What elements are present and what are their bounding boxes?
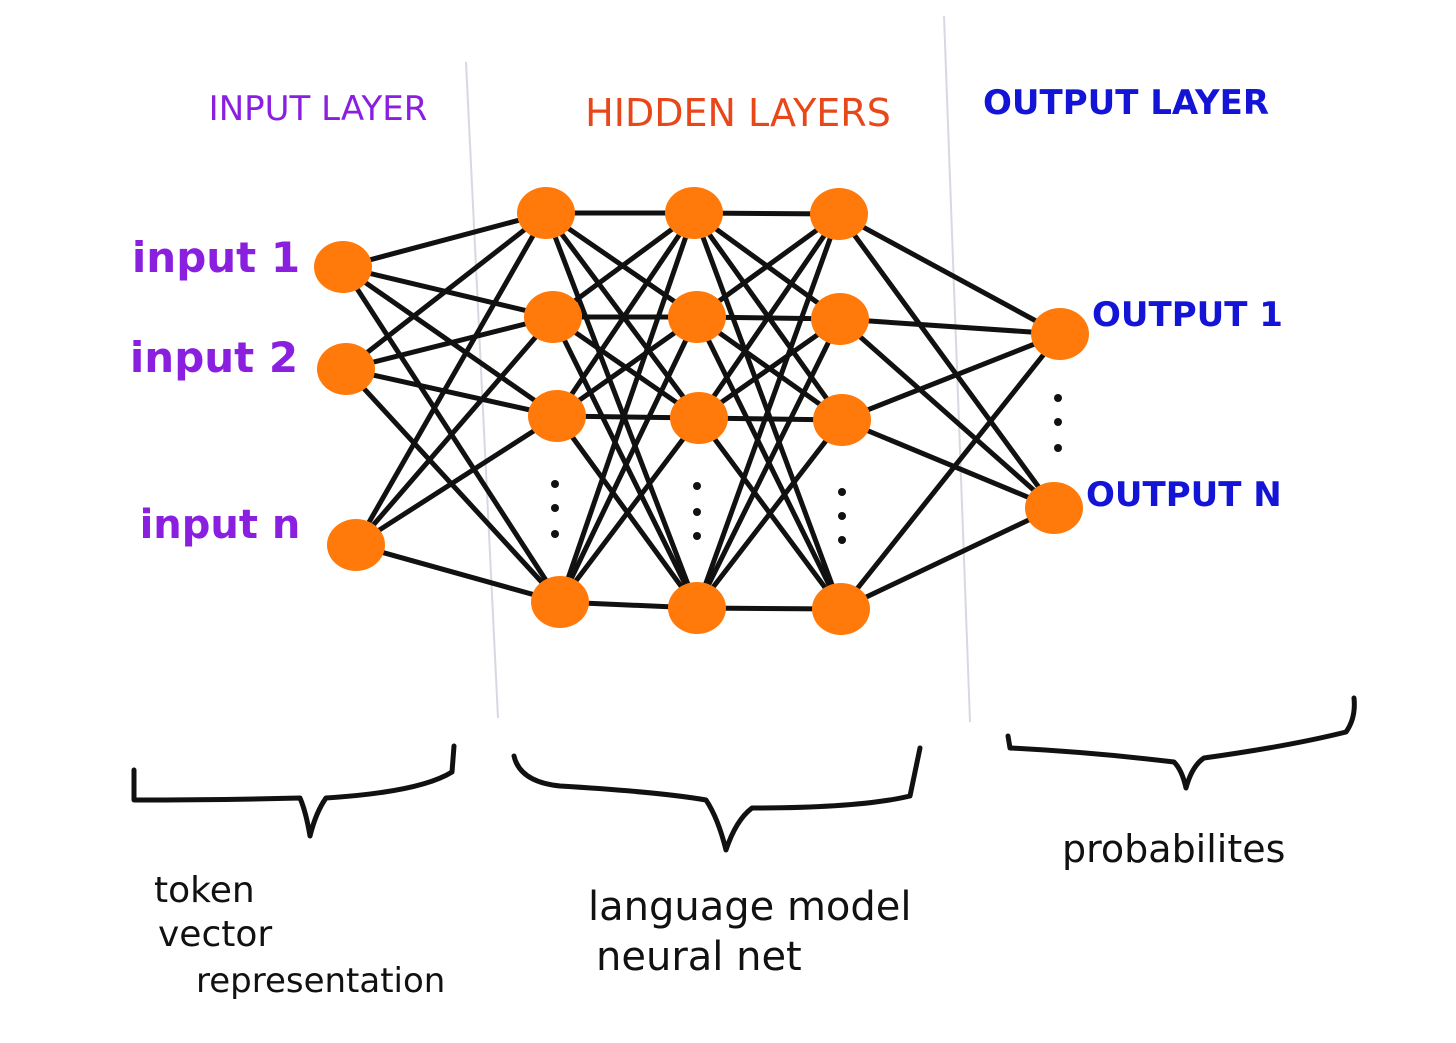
node-hidden2-4 (668, 582, 726, 634)
edge-hidden1-1-to-hidden2-0 (550, 210, 697, 320)
node-hidden2-1 (665, 187, 723, 239)
caption-input-line-2: vector (158, 914, 272, 955)
node-hidden3-4 (812, 583, 870, 635)
edge-input-1-to-hidden1-1 (343, 314, 556, 372)
node-input-1 (314, 241, 372, 293)
edge-hidden3-1-to-output-1 (837, 316, 1057, 511)
connections (340, 210, 1063, 612)
edge-hidden2-2-to-hidden3-1 (696, 316, 843, 421)
ellipsis-dot-hidden1-3 (551, 530, 559, 538)
edge-hidden3-0-to-output-1 (836, 211, 1057, 511)
edge-hidden2-3-to-hidden3-1 (694, 316, 843, 611)
ellipsis-dots (551, 394, 1062, 544)
edge-input-1-to-hidden1-0 (343, 210, 549, 372)
node-hidden1-4 (531, 576, 589, 628)
header-input-layer: INPUT LAYER (209, 89, 428, 129)
node-hidden2-3 (670, 392, 728, 444)
edge-input-2-to-hidden1-2 (353, 413, 560, 548)
node-input-3 (327, 519, 385, 571)
edge-hidden3-3-to-output-1 (838, 505, 1057, 612)
caption-input-line-3: representation (196, 961, 445, 1001)
node-hidden1-2 (524, 291, 582, 343)
ellipsis-dot-output-1 (1054, 394, 1062, 402)
header-output-layer: OUTPUT LAYER (983, 83, 1269, 123)
edge-hidden1-2-to-hidden2-1 (554, 314, 700, 419)
edge-hidden1-3-to-hidden2-1 (557, 314, 700, 605)
brace-hidden (511, 745, 923, 853)
edge-hidden3-3-to-output-0 (838, 331, 1063, 612)
node-output-2 (1025, 482, 1083, 534)
input-label-1: input 1 (132, 233, 300, 282)
edge-input-2-to-hidden1-1 (353, 314, 556, 548)
node-hidden1-1 (517, 187, 575, 239)
input-label-n: input n (140, 502, 301, 548)
header-hidden-layers: HIDDEN LAYERS (585, 91, 891, 135)
edge-hidden2-1-to-hidden3-0 (694, 211, 842, 320)
divider-right (943, 15, 971, 723)
ellipsis-dot-hidden1-2 (551, 504, 559, 512)
edge-hidden1-0-to-hidden2-3 (543, 210, 700, 611)
ellipsis-dot-hidden3-2 (838, 512, 846, 520)
input-label-2: input 2 (130, 333, 298, 382)
caption-output-line-1: probabilites (1062, 827, 1285, 871)
node-input-2 (317, 343, 375, 395)
ellipsis-dot-hidden2-1 (693, 482, 701, 490)
edge-hidden2-3-to-hidden3-2 (694, 417, 845, 611)
ellipsis-dot-output-3 (1054, 444, 1062, 452)
ellipsis-dot-hidden2-3 (693, 532, 701, 540)
edge-input-0-to-hidden1-0 (340, 210, 549, 270)
ellipsis-dot-hidden3-1 (838, 488, 846, 496)
ellipsis-dot-hidden2-2 (693, 508, 701, 516)
ellipsis-dot-hidden1-1 (551, 480, 559, 488)
brace-output (1005, 695, 1357, 791)
edge-hidden3-2-to-output-1 (839, 417, 1057, 511)
node-hidden3-1 (810, 188, 868, 240)
edge-hidden3-0-to-output-0 (836, 211, 1063, 337)
nodes (314, 187, 1089, 635)
caption-hidden-line-2: neural net (596, 934, 802, 980)
node-hidden3-2 (811, 293, 869, 345)
edge-hidden1-2-to-hidden2-0 (554, 210, 697, 419)
edge-hidden2-3-to-hidden3-0 (694, 211, 842, 611)
caption-hidden-line-1: language model (588, 884, 912, 930)
edge-input-2-to-hidden1-0 (353, 210, 549, 548)
divider-left (465, 61, 499, 719)
edge-input-1-to-hidden1-2 (343, 366, 560, 419)
edge-hidden3-2-to-output-0 (839, 331, 1063, 423)
output-label-1: OUTPUT 1 (1092, 295, 1283, 335)
output-label-n: OUTPUT N (1086, 475, 1282, 515)
node-hidden1-3 (528, 390, 586, 442)
caption-input-line-1: token (154, 870, 255, 911)
node-hidden3-3 (813, 394, 871, 446)
edge-hidden1-3-to-hidden2-2 (557, 415, 702, 605)
brace-input (131, 743, 457, 839)
edge-input-2-to-hidden1-3 (353, 542, 563, 605)
node-output-1 (1031, 308, 1089, 360)
edge-hidden1-3-to-hidden2-0 (557, 210, 697, 605)
edge-hidden2-2-to-hidden3-0 (696, 211, 842, 421)
edge-hidden3-1-to-output-0 (837, 316, 1063, 337)
node-hidden2-2 (668, 291, 726, 343)
ellipsis-dot-output-2 (1054, 418, 1062, 426)
ellipsis-dot-hidden3-3 (838, 536, 846, 544)
